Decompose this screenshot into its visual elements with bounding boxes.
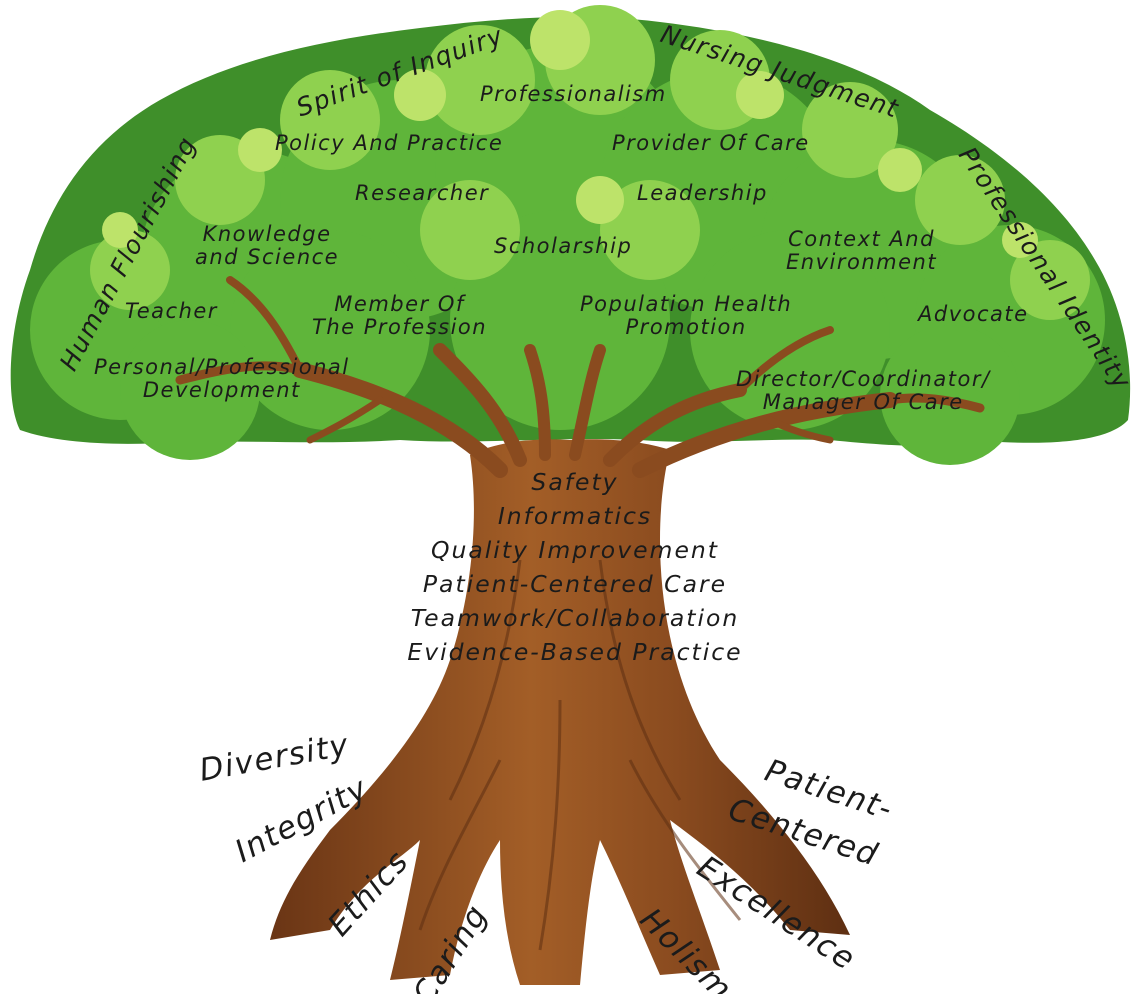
label-provider-of-care: Provider Of Care [612, 131, 810, 155]
trunk [175, 276, 985, 985]
label-context-and-environment: Context And Environment [786, 227, 938, 274]
trunk-label-teamwork-collaboration: Teamwork/Collaboration [410, 604, 740, 632]
label-researcher: Researcher [355, 181, 490, 205]
label-population-health-promotion: Population Health Promotion [580, 292, 793, 339]
bark-lines [418, 559, 742, 951]
label-director-coordinator-manager: Director/Coordinator/ Manager Of Care [736, 367, 991, 414]
label-knowledge-and-science: Knowledge and Science [195, 222, 340, 269]
label-teacher: Teacher [125, 299, 218, 323]
trunk-label-quality-improvement: Quality Improvement [430, 536, 720, 564]
label-advocate: Advocate [918, 302, 1029, 326]
trunk-label-informatics: Informatics [497, 502, 653, 530]
label-policy-and-practice: Policy And Practice [275, 131, 504, 155]
label-scholarship: Scholarship [494, 234, 633, 258]
label-member-of-the-profession: Member Of The Profession [312, 292, 488, 339]
canopy [10, 5, 1131, 465]
label-professionalism: Professionalism [480, 82, 667, 106]
trunk-label-evidence-based-practice: Evidence-Based Practice [407, 638, 743, 666]
canopy-highlights [102, 10, 1038, 258]
label-leadership: Leadership [637, 181, 768, 205]
trunk-label-safety: Safety [531, 468, 619, 496]
trunk-label-list: Safety Informatics Quality Improvement P… [330, 468, 820, 674]
canopy-light-clumps [90, 5, 1090, 320]
trunk-label-patient-centered-care: Patient-Centered Care [422, 570, 728, 598]
label-personal-professional-development: Personal/Professional Development [94, 355, 350, 402]
branches [175, 276, 985, 478]
